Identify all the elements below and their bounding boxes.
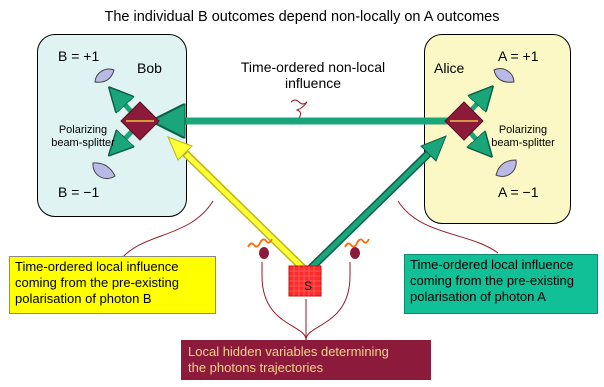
photon-b-wave-icon	[247, 238, 273, 248]
hidden-variables-box: Local hidden variables determining the p…	[181, 340, 431, 380]
photon-a-icon	[350, 247, 360, 259]
bob-beam-splitter	[120, 101, 160, 141]
alice-outcome-minus-label: A = −1	[498, 184, 539, 200]
local-a-connector	[397, 200, 499, 254]
alice-splitter-label: Polarizing beam-splitter	[491, 124, 555, 149]
alice-detector-plus-icon	[493, 68, 515, 83]
alice-name: Alice	[434, 60, 465, 76]
bob-detector-minus-icon	[92, 162, 116, 180]
alice-panel	[424, 34, 571, 224]
title: The individual B outcomes depend non-loc…	[104, 9, 500, 25]
source-grid	[289, 266, 321, 296]
photon-a-beam-fill	[307, 152, 430, 272]
alice-beam-splitter	[444, 101, 484, 141]
photon-a-beam-head	[420, 135, 447, 162]
source-label: S	[304, 279, 313, 293]
hidden-b-connector	[261, 262, 307, 341]
hidden-a-connector	[305, 262, 351, 341]
photon-a-wave-icon	[344, 238, 370, 248]
alice-detector-minus-icon	[495, 159, 517, 177]
influence-squiggle-icon	[290, 99, 308, 119]
bob-name: Bob	[137, 60, 162, 76]
bob-detector-plus-icon	[94, 68, 115, 83]
photon-b-beam-head	[167, 136, 193, 161]
local-influence-a-box: Time-ordered local influence coming from…	[404, 254, 598, 314]
bob-outcome-plus-label: B = +1	[58, 48, 100, 64]
nonlocal-influence-label: Time-ordered non-local influence	[240, 59, 386, 91]
photon-b-beam-fill	[184, 152, 307, 272]
alice-outcome-plus-label: A = +1	[498, 48, 539, 64]
local-b-connector	[121, 200, 214, 259]
bob-outcome-minus-label: B = −1	[58, 184, 100, 200]
photon-b-icon	[259, 247, 269, 259]
local-influence-b-box: Time-ordered local influence coming from…	[9, 256, 216, 314]
bob-splitter-label: Polarizing beam-splitter	[51, 124, 115, 149]
